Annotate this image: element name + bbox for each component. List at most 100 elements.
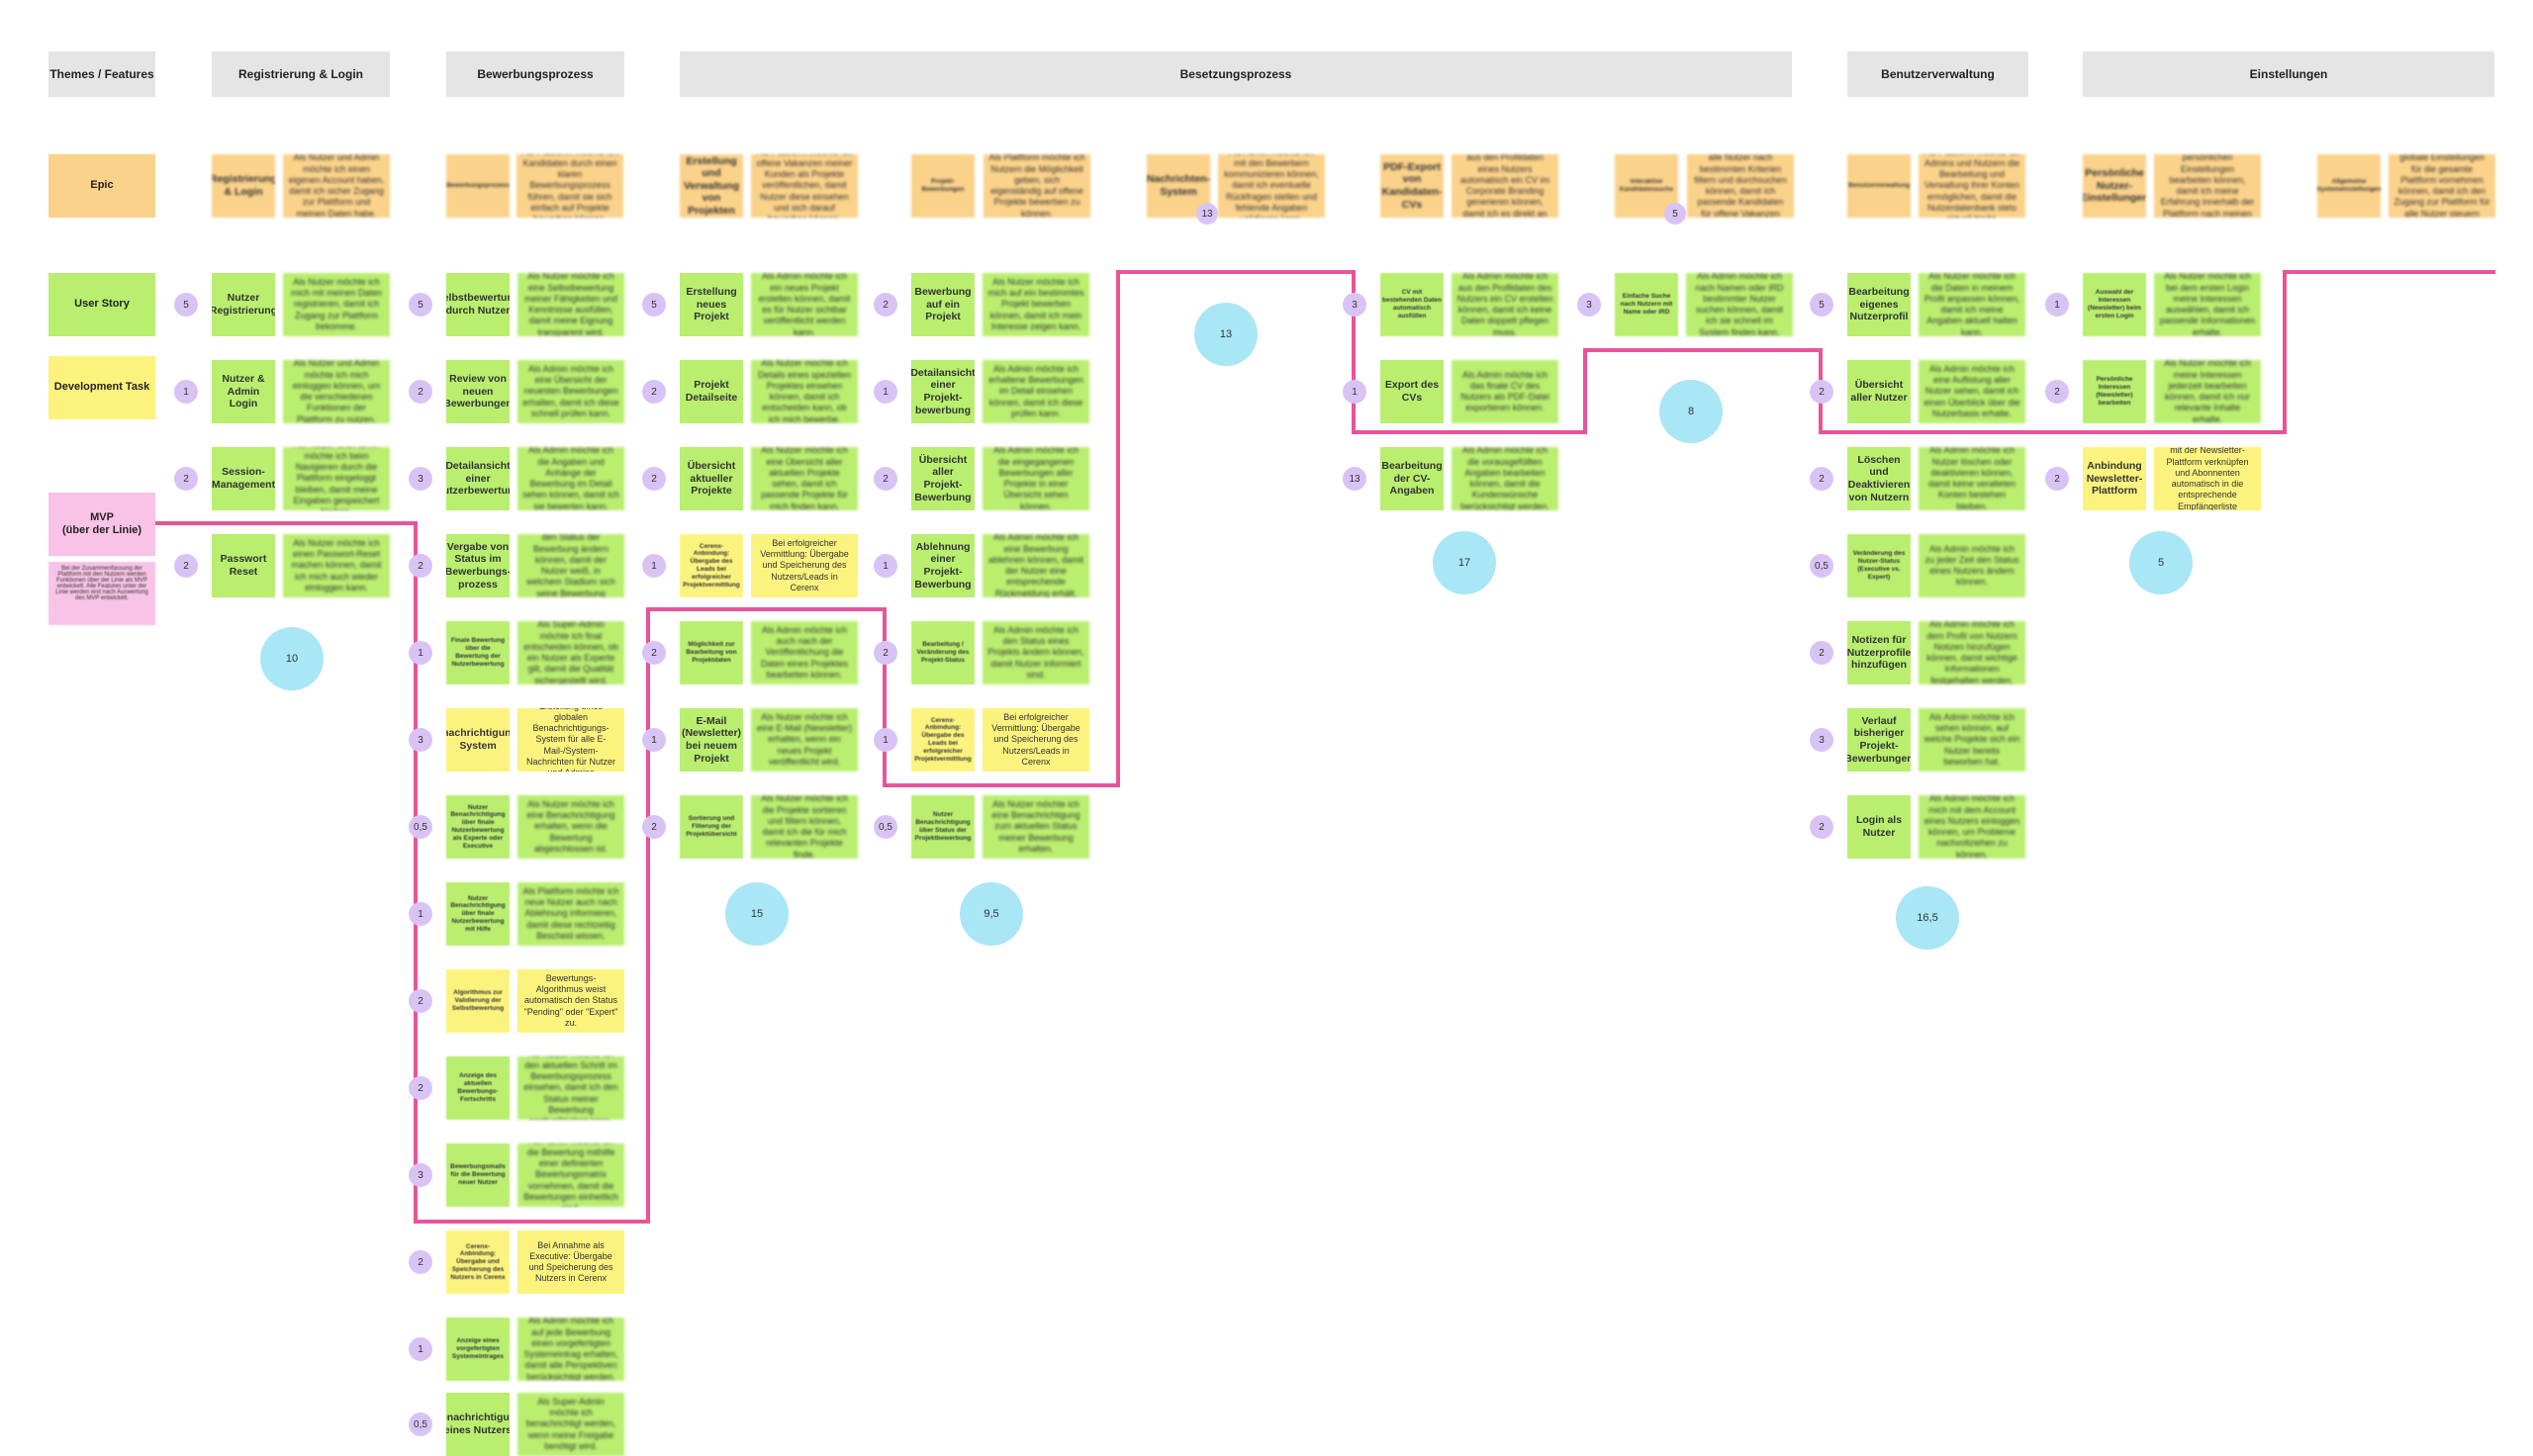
story-title: Cerenx-Anbindung: Übergabe des Leads bei…: [911, 708, 975, 772]
story-points-badge: 3: [1810, 728, 1833, 752]
story-title: Bewerbung auf ein Projekt: [911, 273, 975, 336]
story-title: Veränderung des Nutzer-Status (Executive…: [1847, 534, 1911, 597]
epic-description: Als Admin möchte ich globale Einstellung…: [2389, 154, 2495, 218]
epic-title: Erstellung und Verwaltung von Projekten: [680, 154, 743, 218]
story-points-badge: 3: [409, 728, 432, 752]
story-points-badge: 5: [1810, 293, 1833, 317]
story-title: Session-Management: [212, 447, 275, 510]
story-description: Als Plattform möchte ich neue Nutzer auc…: [517, 882, 624, 946]
story-title: Finale Bewertung über die Bewertung der …: [446, 621, 510, 684]
story-description: Als Nutzer möchte ich eine Selbstbewertu…: [517, 273, 624, 336]
story-title: Detailansicht einer Nutzerbewertung: [446, 447, 510, 510]
story-description: Erstellung eines globalen Benachrichtigu…: [517, 708, 624, 772]
story-title: Bearbeitung / Veränderung des Projekt-St…: [911, 621, 975, 684]
story-title: Verlauf bisheriger Projekt-Bewerbungen: [1847, 708, 1911, 772]
story-description: Bewertungs-Algorithmus weist automatisch…: [517, 969, 624, 1033]
themes-header: Themes / Features: [48, 51, 155, 97]
story-description: Bei erfolgreicher Vermittlung: Übergabe …: [751, 534, 858, 597]
story-title: Cerenx-Anbindung: Übergabe und Speicheru…: [446, 1230, 510, 1294]
story-title: Export des CVs: [1380, 360, 1444, 423]
story-points-badge: 2: [174, 467, 198, 491]
mvp-cut-line: [155, 270, 2495, 1224]
story-title: Login als Nutzer: [1847, 795, 1911, 859]
story-description: Als Admin möchte ich ein neues Projekt e…: [751, 273, 858, 336]
story-points-badge: 1: [1343, 380, 1366, 404]
story-description: Als Admin möchte ich nach Namen oder iRD…: [1686, 273, 1793, 336]
story-description: Als Admin möchte ich dem Profil von Nutz…: [1919, 621, 2025, 684]
story-title: Bearbeitung eigenes Nutzerprofil: [1847, 273, 1911, 336]
theme-header: Bewerbungsprozess: [446, 51, 624, 97]
story-points-badge: 1: [174, 380, 198, 404]
story-title: Benachrichtigungs-System: [446, 708, 510, 772]
story-points-badge: 2: [642, 815, 666, 839]
story-title: Bearbeitung der CV-Angaben: [1380, 447, 1444, 510]
legend-development-task: Development Task: [48, 356, 155, 419]
story-title: Nutzer Benachrichtigung über Status der …: [911, 795, 975, 859]
story-description: Als Nutzer möchte ich mich mit meinen Da…: [283, 273, 390, 336]
story-points-badge: 2: [1810, 467, 1833, 491]
story-points-badge: 2: [874, 293, 897, 317]
story-points-badge: 3: [409, 467, 432, 491]
story-description: Als Super-Admin möchte ich final entsche…: [517, 621, 624, 684]
epic-description: Als Plattform möchte ich Kandidaten durc…: [516, 154, 623, 218]
story-points-badge: 1: [2045, 293, 2069, 317]
story-description: Als Admin möchte ich die Angaben und Anh…: [517, 447, 624, 510]
story-description: Als Nutzer möchte ich eine Benachrichtig…: [517, 795, 624, 859]
story-points-badge: 2: [2045, 380, 2069, 404]
theme-header: Einstellungen: [2083, 51, 2494, 97]
story-description: Als Super-Admin möchte ich benachrichtig…: [517, 1393, 624, 1456]
story-description: Als Admin möchte ich eine Bewerbung able…: [983, 534, 1089, 597]
story-title: Review von neuen Bewerbungen: [446, 360, 510, 423]
story-description: Als Admin möchte ich den Status eines Pr…: [983, 621, 1089, 684]
story-description: Als Nutzer möchte ich Details eines spez…: [751, 360, 858, 423]
epic-description: Als Nutzer und Admin möchte ich einen ei…: [283, 154, 390, 218]
story-title: Übersicht aller Nutzer: [1847, 360, 1911, 423]
epic-description: Als Plattform möchte ich Nutzern die Mög…: [984, 154, 1090, 218]
story-points-badge: 0,5: [1810, 554, 1833, 578]
story-title: Übersicht aller Projekt-Bewerbung: [911, 447, 975, 510]
story-description: Als Nutzer möchte ich eine Übersicht all…: [751, 447, 858, 510]
story-title: Ablehnung einer Projekt-Bewerbung: [911, 534, 975, 597]
epic-title: Benutzerverwaltung: [1847, 154, 1911, 218]
epic-title: Bewerbungsprozess: [446, 154, 510, 218]
theme-header: Besetzungsprozess: [680, 51, 1792, 97]
epic-title: Allgemeine Systemeinstellungen: [2317, 154, 2381, 218]
story-description: Als Nutzer möchte ich die Projekte sorti…: [751, 795, 858, 859]
story-points-badge: 1: [409, 1337, 432, 1361]
story-description: Bei erfolgreicher Vermittlung: Übergabe …: [983, 708, 1089, 772]
mvp-line-layer: [155, 270, 2495, 1224]
story-description: Als Nutzer möchte ich einen Passwort-Res…: [283, 534, 390, 597]
epic-description: Als Plattform möchte ich Admins und Nutz…: [1919, 154, 2025, 218]
story-description: Als Admin möchte ich Nutzer löschen oder…: [1919, 447, 2025, 510]
story-title: Cerenx-Anbindung: Übergabe des Leads bei…: [680, 534, 743, 597]
story-description: Als Nutzer und Admin möchte ich mich ein…: [283, 360, 390, 423]
story-description: Als Admin möchte ich eine Auflistung all…: [1919, 360, 2025, 423]
story-title: Möglichkeit zur Bearbeitung von Projektd…: [680, 621, 743, 684]
story-description: Als Nutzer und Admin möchte ich beim Nav…: [283, 447, 390, 510]
story-points-badge: 2: [409, 554, 432, 578]
story-description: Als Admin möchte ich erhaltene Bewerbung…: [983, 360, 1089, 423]
epic-description: Als Admin möchte ich alle Nutzer nach be…: [1687, 154, 1794, 218]
story-points-badge: 1: [642, 554, 666, 578]
story-points-badge: 2: [642, 641, 666, 665]
story-description: Als Nutzer möchte ich eine Benachrichtig…: [983, 795, 1089, 859]
story-title: Einfache Suche nach Nutzern mit Name ode…: [1615, 273, 1678, 336]
epic-description: Als Plattform möchte ich offene Vakanzen…: [751, 154, 858, 218]
story-points-badge: 1: [409, 902, 432, 926]
story-title: Anzeige eines vorgefertigten Systemeintr…: [446, 1318, 510, 1381]
epic-points-total: 9,5: [960, 882, 1023, 946]
story-description: Als Admin möchte ich die Bewertung mithi…: [517, 1143, 624, 1207]
legend-epic: Epic: [48, 154, 155, 218]
mvp-explanation: Bei der Zusammenfassung der Plattform mi…: [48, 562, 155, 625]
story-title: Vergabe von Status im Bewerbungs-prozess: [446, 534, 510, 597]
story-points-badge: 1: [874, 380, 897, 404]
story-points-badge: 5: [174, 293, 198, 317]
story-description: Als Admin möchte ich auf jede Bewerbung …: [517, 1318, 624, 1381]
story-points-badge: 2: [642, 467, 666, 491]
story-title: Benachrichtigung eines Nutzers: [446, 1393, 510, 1456]
story-title: Nutzer & Admin Login: [212, 360, 275, 423]
story-points-badge: 1: [874, 554, 897, 578]
epic-title: PDF-Export von Kandidaten-CVs: [1380, 154, 1444, 218]
epic-points-badge: 13: [1196, 203, 1218, 225]
